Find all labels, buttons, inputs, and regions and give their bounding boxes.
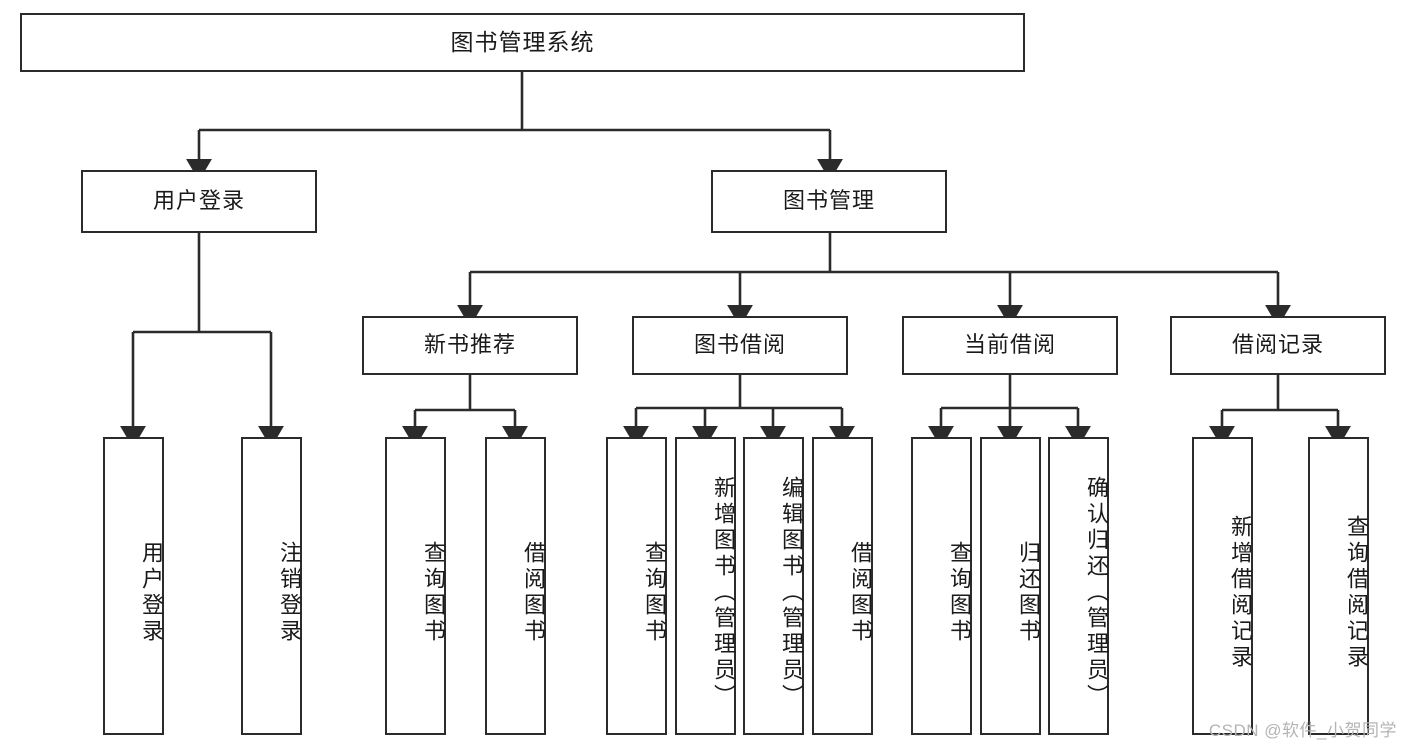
node-book-borrow[interactable]: 图书借阅 bbox=[632, 316, 848, 375]
leaf-recommend-query-book[interactable]: 查询图书 bbox=[385, 437, 446, 735]
node-label: 用户登录 bbox=[152, 188, 245, 214]
node-book-management[interactable]: 图书管理 bbox=[711, 170, 947, 233]
node-label: 当前借阅 bbox=[963, 332, 1056, 358]
node-label: 归还图书 bbox=[1016, 541, 1041, 645]
node-label: 图书管理系统 bbox=[450, 28, 595, 55]
leaf-user-login-login[interactable]: 用户登录 bbox=[103, 437, 164, 735]
leaf-borrow-add-book-admin[interactable]: 新增图书（管理员） bbox=[675, 437, 736, 735]
leaf-recommend-borrow-book[interactable]: 借阅图书 bbox=[485, 437, 546, 735]
node-current-borrow[interactable]: 当前借阅 bbox=[902, 316, 1118, 375]
node-label: 查询图书 bbox=[947, 541, 972, 645]
node-label: 图书管理 bbox=[782, 188, 875, 214]
node-new-book-recommend[interactable]: 新书推荐 bbox=[362, 316, 578, 375]
node-label: 借阅记录 bbox=[1231, 332, 1324, 358]
node-label: 确认归还（管理员） bbox=[1084, 476, 1109, 710]
node-root-system[interactable]: 图书管理系统 bbox=[20, 13, 1025, 72]
csdn-watermark: CSDN @软件_小贺同学 bbox=[1208, 721, 1397, 740]
leaf-record-add-record[interactable]: 新增借阅记录 bbox=[1192, 437, 1253, 735]
leaf-record-query-record[interactable]: 查询借阅记录 bbox=[1308, 437, 1369, 735]
node-label: 用户登录 bbox=[139, 541, 164, 645]
node-label: 借阅图书 bbox=[848, 541, 873, 645]
leaf-borrow-edit-book-admin[interactable]: 编辑图书（管理员） bbox=[743, 437, 804, 735]
node-label: 查询图书 bbox=[421, 541, 446, 645]
node-label: 注销登录 bbox=[277, 541, 302, 645]
leaf-borrow-borrow-book[interactable]: 借阅图书 bbox=[812, 437, 873, 735]
leaf-current-confirm-return-admin[interactable]: 确认归还（管理员） bbox=[1048, 437, 1109, 735]
node-borrow-record[interactable]: 借阅记录 bbox=[1170, 316, 1386, 375]
node-label: 借阅图书 bbox=[521, 541, 546, 645]
node-label: 查询借阅记录 bbox=[1344, 515, 1369, 671]
leaf-current-return-book[interactable]: 归还图书 bbox=[980, 437, 1041, 735]
node-label: 图书借阅 bbox=[693, 332, 786, 358]
leaf-borrow-query-book[interactable]: 查询图书 bbox=[606, 437, 667, 735]
node-label: 查询图书 bbox=[642, 541, 667, 645]
node-label: 新增图书（管理员） bbox=[711, 476, 736, 710]
leaf-current-query-book[interactable]: 查询图书 bbox=[911, 437, 972, 735]
node-label: 新书推荐 bbox=[423, 332, 516, 358]
leaf-user-login-logout[interactable]: 注销登录 bbox=[241, 437, 302, 735]
node-user-login[interactable]: 用户登录 bbox=[81, 170, 317, 233]
node-label: 新增借阅记录 bbox=[1228, 515, 1253, 671]
node-label: 编辑图书（管理员） bbox=[779, 476, 804, 710]
